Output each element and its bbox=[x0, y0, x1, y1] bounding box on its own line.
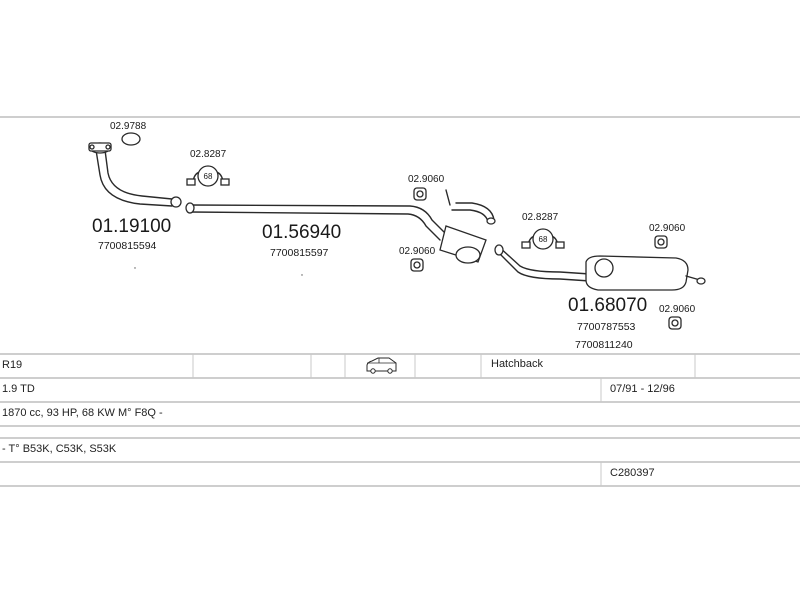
part-number-mount-a: 02.9060 bbox=[408, 174, 445, 185]
catalogue-code: C280397 bbox=[610, 467, 655, 479]
clamp-badge-b: 68 bbox=[539, 235, 548, 244]
part-number-clamp-a: 02.8287 bbox=[190, 149, 227, 160]
part-number-mount-c: 02.9060 bbox=[649, 223, 686, 234]
vehicle-years: 07/91 - 12/96 bbox=[610, 383, 675, 395]
part-number-clamp-top: 02.9788 bbox=[110, 121, 147, 132]
part-number-middle-section: 01.56940 bbox=[262, 222, 341, 243]
front-pipe-part bbox=[88, 142, 182, 208]
rubber-mount-part bbox=[654, 235, 668, 249]
vehicle-body-type: Hatchback bbox=[491, 358, 543, 370]
clamp-ring-part bbox=[121, 132, 141, 146]
hatchback-car-icon bbox=[366, 357, 397, 374]
vehicle-engine: 1.9 TD bbox=[2, 383, 35, 395]
vehicle-types: - T° B53K, C53K, S53K bbox=[2, 443, 117, 455]
part-number-front-pipe: 01.19100 bbox=[92, 216, 171, 237]
part-number-mount-b: 02.9060 bbox=[399, 246, 436, 257]
oem-number-rear-silencer-1: 7700787553 bbox=[577, 321, 636, 333]
middle-section-part bbox=[185, 189, 496, 264]
oem-number-middle-section: 7700815597 bbox=[270, 247, 329, 259]
clamp-badge-a: 68 bbox=[204, 172, 213, 181]
clamp-part: 68 bbox=[186, 165, 230, 187]
vehicle-specs: 1870 cc, 93 HP, 68 KW M° F8Q - bbox=[2, 407, 163, 419]
dot-marker bbox=[134, 267, 136, 269]
oem-number-front-pipe: 7700815594 bbox=[98, 240, 157, 252]
vehicle-model: R19 bbox=[2, 359, 23, 371]
oem-number-rear-silencer-2: 7700811240 bbox=[575, 339, 633, 351]
part-number-clamp-b: 02.8287 bbox=[522, 212, 559, 223]
part-number-rear-silencer: 01.68070 bbox=[568, 295, 647, 316]
rear-silencer-part bbox=[494, 244, 706, 291]
rubber-mount-part bbox=[413, 187, 427, 201]
rubber-mount-part bbox=[668, 316, 682, 330]
part-number-mount-d: 02.9060 bbox=[659, 304, 696, 315]
rubber-mount-part bbox=[410, 258, 424, 272]
clamp-part: 68 bbox=[521, 228, 565, 250]
dot-marker bbox=[301, 274, 303, 276]
